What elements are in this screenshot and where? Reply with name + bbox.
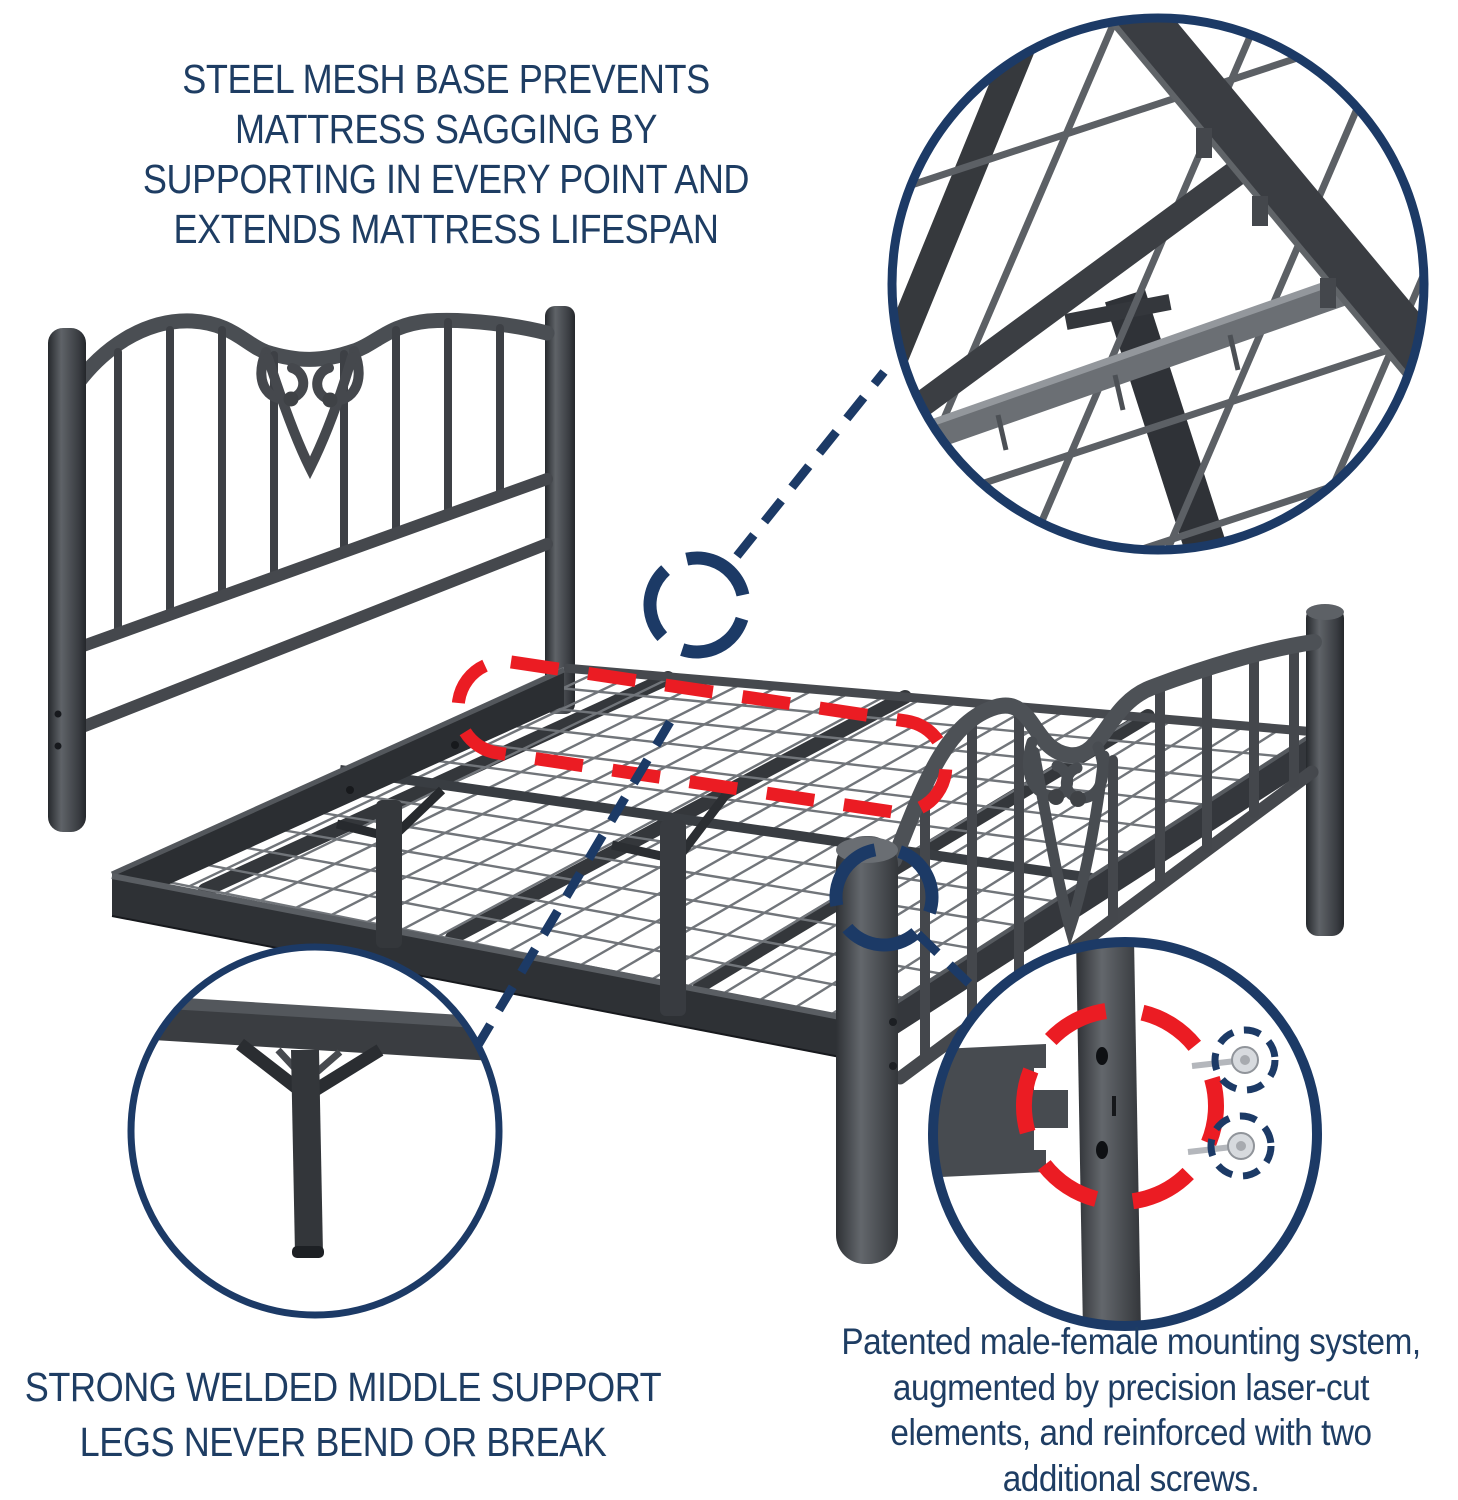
mount-callout-circle: [928, 937, 1322, 1331]
connector-line-leg: [464, 719, 674, 1065]
footboard-far-post: [1306, 604, 1344, 936]
footboard-top-rail: [886, 634, 1322, 868]
red-highlight-outline: [451, 654, 953, 820]
connector-line-mesh: [733, 369, 888, 559]
headboard-top-rail: [58, 312, 555, 408]
mesh-callout-circle: [887, 13, 1429, 555]
screw-icon: [1191, 1026, 1279, 1094]
post-section: [1076, 942, 1141, 1326]
headboard: [58, 306, 575, 737]
footboard-heart-scroll: [1022, 736, 1110, 947]
center-seam-beam: [339, 765, 1093, 883]
headboard-mid-rail: [66, 473, 553, 656]
caption-support-legs: STRONG WELDED MIDDLE SUPPORT LEGS NEVER …: [24, 1364, 662, 1465]
mount-callout-content: [933, 942, 1279, 1326]
bed-frame: [48, 306, 1344, 1264]
headboard-near-post: [48, 328, 86, 832]
leg-callout-circle: [127, 943, 503, 1319]
screw-icon: [1187, 1112, 1275, 1180]
red-mount-highlight: [1016, 1002, 1224, 1210]
leg-callout-content: [131, 994, 499, 1258]
connector-line-mount: [914, 930, 984, 998]
headboard-end-rail: [110, 667, 566, 910]
headboard-far-post: [545, 306, 575, 714]
headboard-heart-scroll: [256, 346, 364, 480]
far-side-rail: [563, 663, 1317, 737]
headboard-lower-rail: [66, 538, 553, 737]
middle-support-legs: [335, 786, 732, 1016]
footboard-near-post: [836, 836, 898, 1264]
headboard-bars: [114, 318, 504, 637]
annotations-overlay: [451, 369, 984, 1065]
middle-leg-front: [335, 786, 446, 948]
middle-leg-center: [611, 789, 732, 1016]
mount-marker-circle: [829, 842, 939, 952]
footboard-bars: [920, 643, 1299, 1064]
caption-steel-mesh: STEEL MESH BASE PREVENTS MATTRESS SAGGIN…: [142, 56, 750, 252]
caption-mounting-system: Patented male-female mounting system, au…: [841, 1321, 1421, 1499]
mesh-marker-circle: [643, 551, 751, 659]
